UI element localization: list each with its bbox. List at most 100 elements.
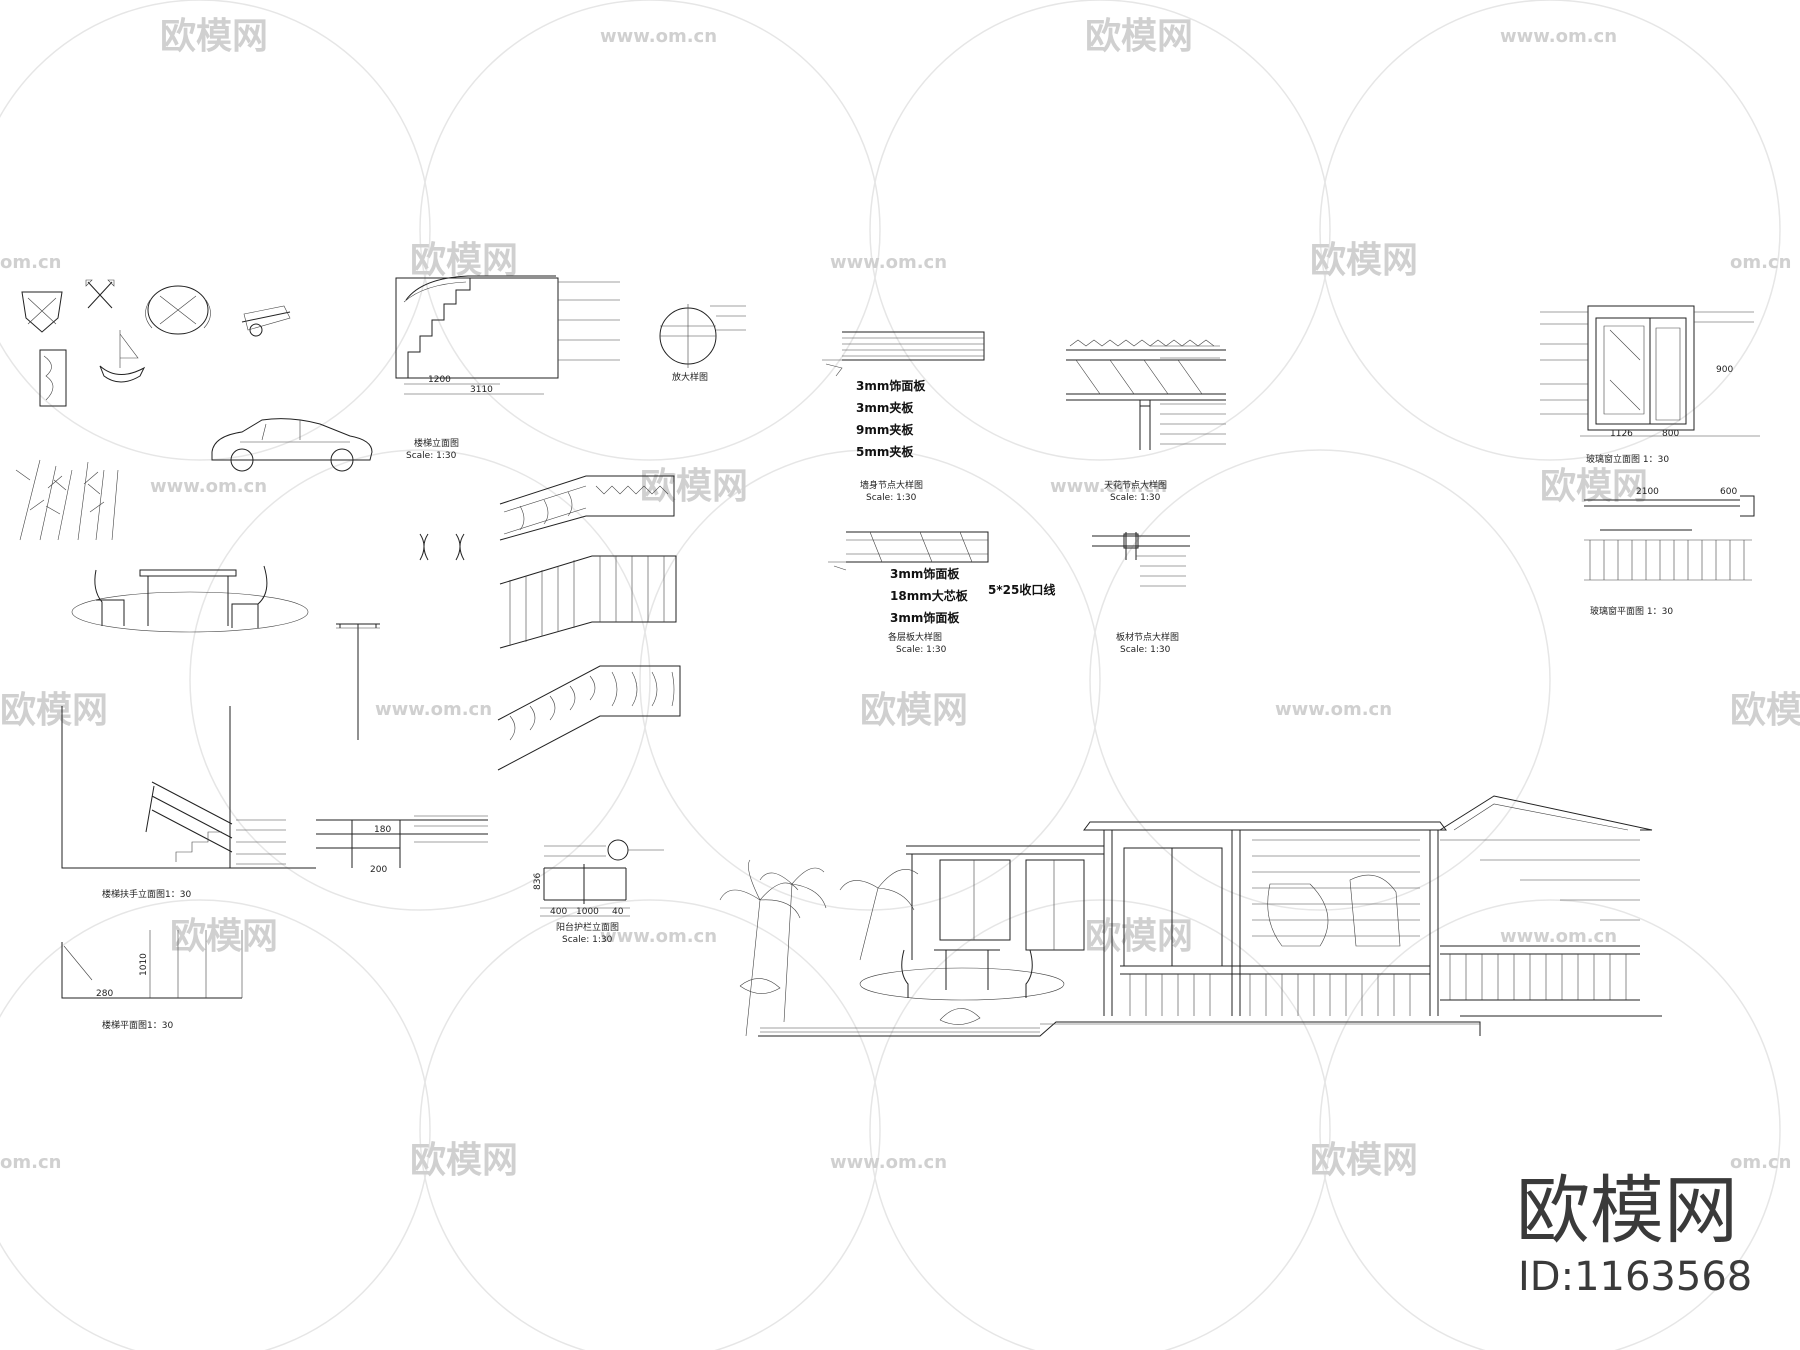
layer-a-3: 9mm夹板 [856, 422, 914, 437]
watermark-brand: 欧模网 [170, 916, 278, 957]
balustrade-elevation-title: 阳台护栏立面图 [556, 921, 619, 933]
ornament-shield-icon [21, 291, 63, 333]
watermark-url: www.om.cn [1500, 926, 1617, 947]
stair-plan-drawing: 1010 280 楼梯平面图1：30 [61, 930, 243, 1031]
ornament-ship-icon [99, 330, 146, 383]
watermark-brand: 欧模网 [410, 1140, 518, 1181]
layer-a-4: 5mm夹板 [856, 444, 914, 459]
dimension-800: 800 [1662, 429, 1679, 439]
stair-elevation-scale: Scale: 1:30 [406, 451, 457, 461]
handrail-section: 200 180 [316, 815, 488, 875]
stair-handrail-elevation: 楼梯扶手立面图1：30 [61, 706, 316, 900]
ornament-cannon-icon [241, 305, 291, 337]
watermark-brand: 欧模网 [0, 690, 108, 731]
layer-detail-a: 3mm饰面板 3mm夹板 9mm夹板 5mm夹板 墙身节点大样图 Scale: … [822, 331, 985, 503]
dimension-900: 900 [1716, 365, 1733, 375]
watermark-brand: 欧模网 [1310, 1140, 1418, 1181]
watermark-text-group: 欧模网 www.om.cn 欧模网 www.om.cn om.cn 欧模网 ww… [0, 16, 1800, 1181]
watermark-url-partial: om.cn [0, 1152, 61, 1173]
watermark-brand: 欧模网 [1085, 916, 1193, 957]
dimension-180: 180 [374, 825, 391, 835]
watermark-url: www.om.cn [600, 26, 717, 47]
lamp-post-icon [336, 623, 380, 740]
layer-a-2: 3mm夹板 [856, 400, 914, 415]
brand-name: 欧模网 [1516, 1168, 1738, 1254]
ceiling-detail-title: 天花节点大样图 [1104, 479, 1167, 491]
window-plan: 2100 600 玻璃窗平面图 1：30 [1584, 487, 1755, 617]
railing-ornate-3 [497, 665, 681, 771]
brand-id: ID:1163568 [1518, 1254, 1752, 1300]
building-elevation [758, 795, 1662, 1037]
watermark-url: www.om.cn [600, 926, 717, 947]
car-elevation-icon [211, 418, 373, 472]
layer-b-3: 3mm饰面板 [890, 610, 960, 625]
dimension-1010: 1010 [139, 953, 149, 976]
watermark-brand: 欧模网 [1085, 16, 1193, 57]
dimension-600: 600 [1720, 487, 1737, 497]
layer-a-1: 3mm饰面板 [856, 378, 926, 393]
ornament-crest-icon [145, 285, 211, 335]
watermark-url: www.om.cn [830, 1152, 947, 1173]
watermark-url-partial: om.cn [0, 252, 61, 273]
layer-b-1: 3mm饰面板 [890, 566, 960, 581]
window-plan-title: 玻璃窗平面图 1：30 [1590, 605, 1673, 617]
watermark-url: www.om.cn [1275, 699, 1392, 720]
watermark-brand: 欧模网 [860, 690, 968, 731]
trim-label: 5*25收口线 [988, 582, 1055, 597]
watermark-url: www.om.cn [1050, 476, 1167, 497]
dimension-1200: 1200 [428, 375, 451, 385]
railing-ornate-1 [499, 475, 675, 541]
dimension-1000: 1000 [576, 907, 599, 917]
watermark-brand: 欧模网 [640, 466, 748, 507]
railing-ornate-2 [499, 555, 677, 649]
bamboo-plant-icon [15, 459, 119, 541]
dimension-2100: 2100 [1636, 487, 1659, 497]
dimension-200: 200 [370, 865, 387, 875]
window-elevation: 1126 800 900 玻璃窗立面图 1：30 [1540, 305, 1760, 465]
joint-detail-title: 板材节点大样图 [1116, 631, 1179, 643]
enlarged-detail-title: 放大样图 [672, 371, 708, 383]
dimension-280: 280 [96, 989, 113, 999]
ceiling-detail: 天花节点大样图 Scale: 1:30 [1066, 339, 1226, 503]
layer-detail-b: 3mm饰面板 18mm大芯板 3mm饰面板 5*25收口线 各层板大样图 Sca… [828, 531, 1055, 655]
small-ornament-pair-icon [419, 533, 465, 561]
watermark-url: www.om.cn [1500, 26, 1617, 47]
watermark-brand: 欧模网 [1540, 466, 1648, 507]
watermark-url-partial: om.cn [1730, 1152, 1791, 1173]
stair-plan-title: 楼梯平面图1：30 [102, 1019, 173, 1031]
stair-handrail-elevation-title: 楼梯扶手立面图1：30 [102, 888, 191, 900]
layer-b-2: 18mm大芯板 [890, 588, 969, 603]
wall-detail-title: 墙身节点大样图 [860, 479, 923, 491]
joint-detail: 板材节点大样图 Scale: 1:30 [1092, 532, 1190, 655]
balustrade-elevation-scale: Scale: 1:30 [562, 935, 613, 945]
stair-elevation-title: 楼梯立面图 [414, 437, 459, 449]
dining-table-set-icon [71, 565, 309, 633]
layer-detail-title: 各层板大样图 [888, 631, 942, 643]
layer-detail-scale: Scale: 1:30 [896, 645, 947, 655]
ornament-panel-icon [39, 349, 67, 407]
stair-elevation-drawing: 1200 3110 楼梯立面图 Scale: 1:30 [395, 275, 620, 461]
watermark-brand: 欧模网 [1310, 240, 1418, 281]
dimension-836: 836 [533, 873, 543, 890]
watermark-brand: 欧模网 [1730, 690, 1800, 731]
ornament-crossed-arrows-icon [85, 279, 115, 309]
watermark-url: www.om.cn [150, 476, 267, 497]
dimension-3110: 3110 [470, 385, 493, 395]
dimension-1126: 1126 [1610, 429, 1633, 439]
palm-trees-icon [719, 859, 981, 1037]
watermark-url-partial: om.cn [1730, 252, 1791, 273]
ceiling-detail-scale: Scale: 1:30 [1110, 493, 1161, 503]
window-elevation-title: 玻璃窗立面图 1：30 [1586, 453, 1669, 465]
watermark-brand: 欧模网 [410, 240, 518, 281]
watermark-url: www.om.cn [375, 699, 492, 720]
balustrade-elevation: 836 400 1000 40 阳台护栏立面图 Scale: 1:30 [533, 839, 664, 945]
enlarged-detail-circle: 放大样图 [659, 304, 746, 383]
watermark-brand: 欧模网 [160, 16, 268, 57]
dimension-40: 40 [612, 907, 624, 917]
joint-detail-scale: Scale: 1:30 [1120, 645, 1171, 655]
wall-detail-scale: Scale: 1:30 [866, 493, 917, 503]
watermark-url: www.om.cn [830, 252, 947, 273]
dimension-400: 400 [550, 907, 567, 917]
